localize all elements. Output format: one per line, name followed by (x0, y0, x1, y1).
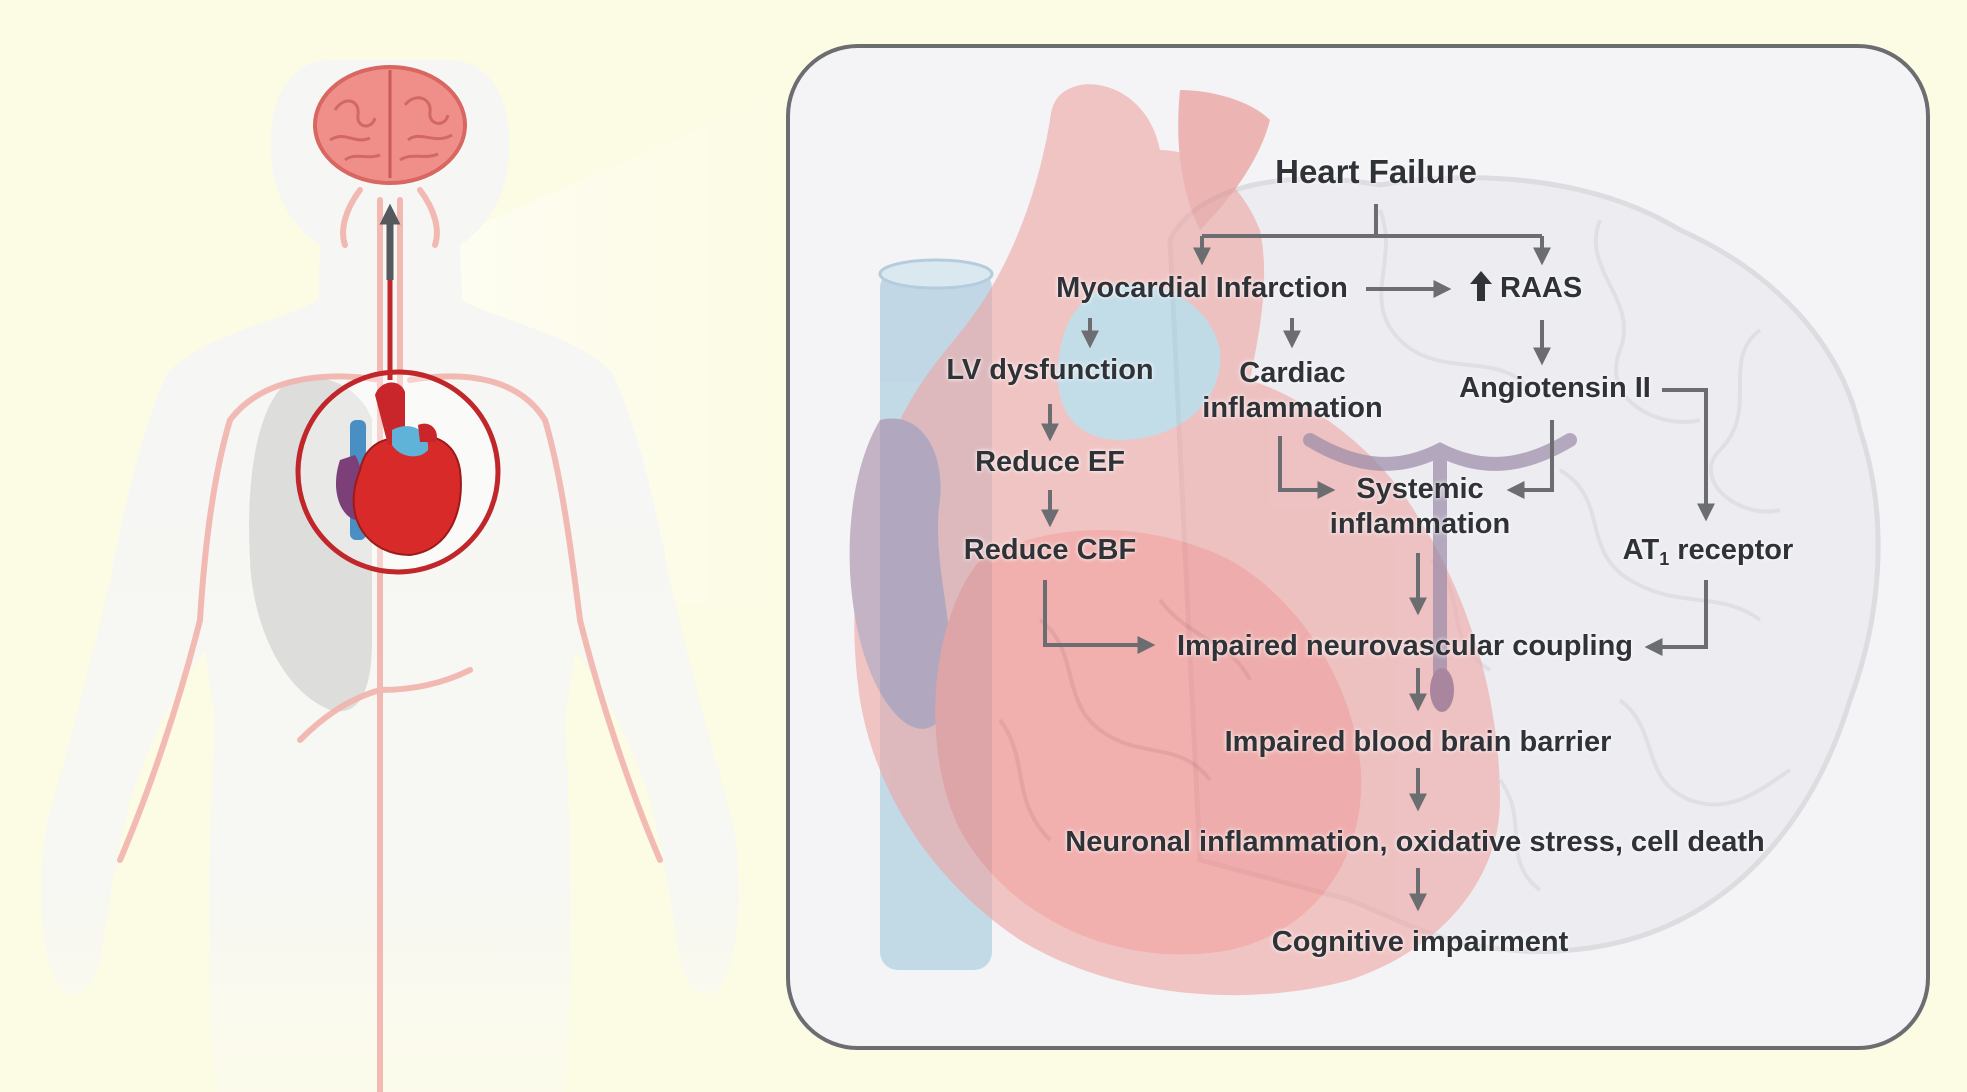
node-neuronal-inflammation: Neuronal inflammation, oxidative stress,… (1065, 826, 1765, 858)
node-reduce-cbf: Reduce CBF (963, 534, 1137, 566)
brain-icon (313, 65, 467, 185)
systemic-inflammation-line-1: Systemic (1356, 473, 1484, 505)
up-arrow-icon (1470, 271, 1492, 302)
flow-arrows (1041, 204, 1715, 912)
node-angiotensin-ii: Angiotensin II (1459, 372, 1651, 404)
node-myocardial-infarction: Myocardial Infarction (1056, 272, 1348, 304)
at1-receptor-main: AT (1622, 534, 1660, 566)
node-systemic-inflammation: Systemic inflammation (1320, 472, 1520, 542)
node-impaired-blood-brain-barrier: Impaired blood brain barrier (1224, 726, 1612, 758)
node-raas: RAAS (1470, 270, 1590, 306)
heart-icon (335, 382, 462, 557)
vascular-shape (1303, 433, 1577, 712)
faded-heart-background (849, 84, 1500, 996)
raas-label: RAAS (1500, 272, 1583, 304)
at1-receptor-rest: receptor (1669, 534, 1794, 566)
node-impaired-neurovascular-coupling: Impaired neurovascular coupling (1176, 630, 1634, 662)
systemic-inflammation-line-2: inflammation (1329, 508, 1511, 540)
cardiac-inflammation-line-1: Cardiac (1239, 357, 1346, 389)
at1-receptor-subscript: 1 (1659, 549, 1670, 569)
body-silhouette-icon (40, 60, 740, 1092)
node-cognitive-impairment: Cognitive impairment (1271, 926, 1569, 958)
node-reduce-ef: Reduce EF (975, 446, 1125, 478)
artery-network (117, 187, 663, 1092)
node-heart-failure: Heart Failure (1275, 153, 1477, 190)
cardiac-inflammation-line-2: inflammation (1202, 392, 1383, 424)
node-cardiac-inflammation: Cardiac inflammation (1195, 356, 1390, 426)
node-at1-receptor: AT1 receptor (1608, 532, 1808, 568)
node-lv-dysfunction: LV dysfunction (946, 354, 1154, 386)
